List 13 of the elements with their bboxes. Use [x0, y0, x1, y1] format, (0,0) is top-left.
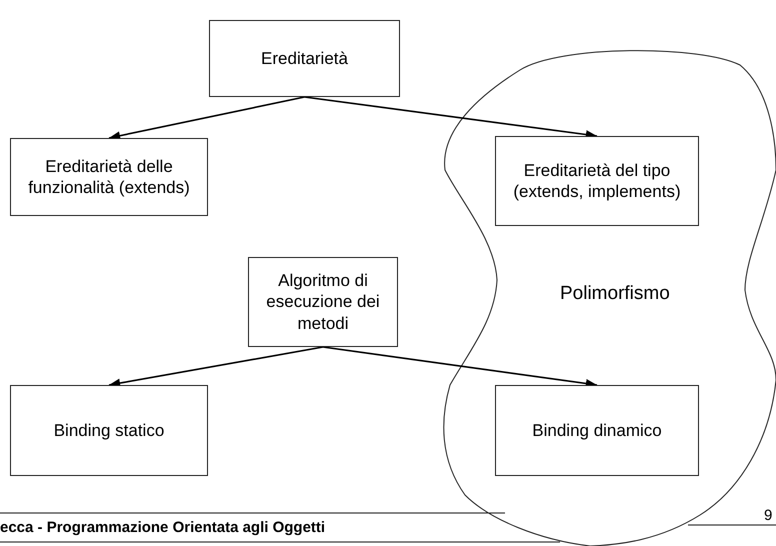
arrow — [322, 346, 598, 388]
concept-box: Binding statico — [10, 385, 208, 476]
page-number: 9 — [764, 507, 772, 524]
footer-text: ecca - Programmazione Orientata agli Oggetti — [0, 519, 326, 536]
arrow — [304, 96, 598, 139]
concept-box: Ereditarietà — [209, 20, 400, 97]
concept-box: Ereditarietà del tipo (extends, implements) — [495, 136, 699, 226]
concept-box: Algoritmo di esecuzione dei metodi — [248, 257, 398, 347]
shape-label: Polimorfismo — [560, 283, 670, 305]
arrow — [108, 346, 324, 388]
arrow — [108, 96, 305, 140]
concept-box: Ereditarietà delle funzionalità (extends) — [10, 138, 208, 216]
concept-box: Binding dinamico — [495, 385, 699, 476]
